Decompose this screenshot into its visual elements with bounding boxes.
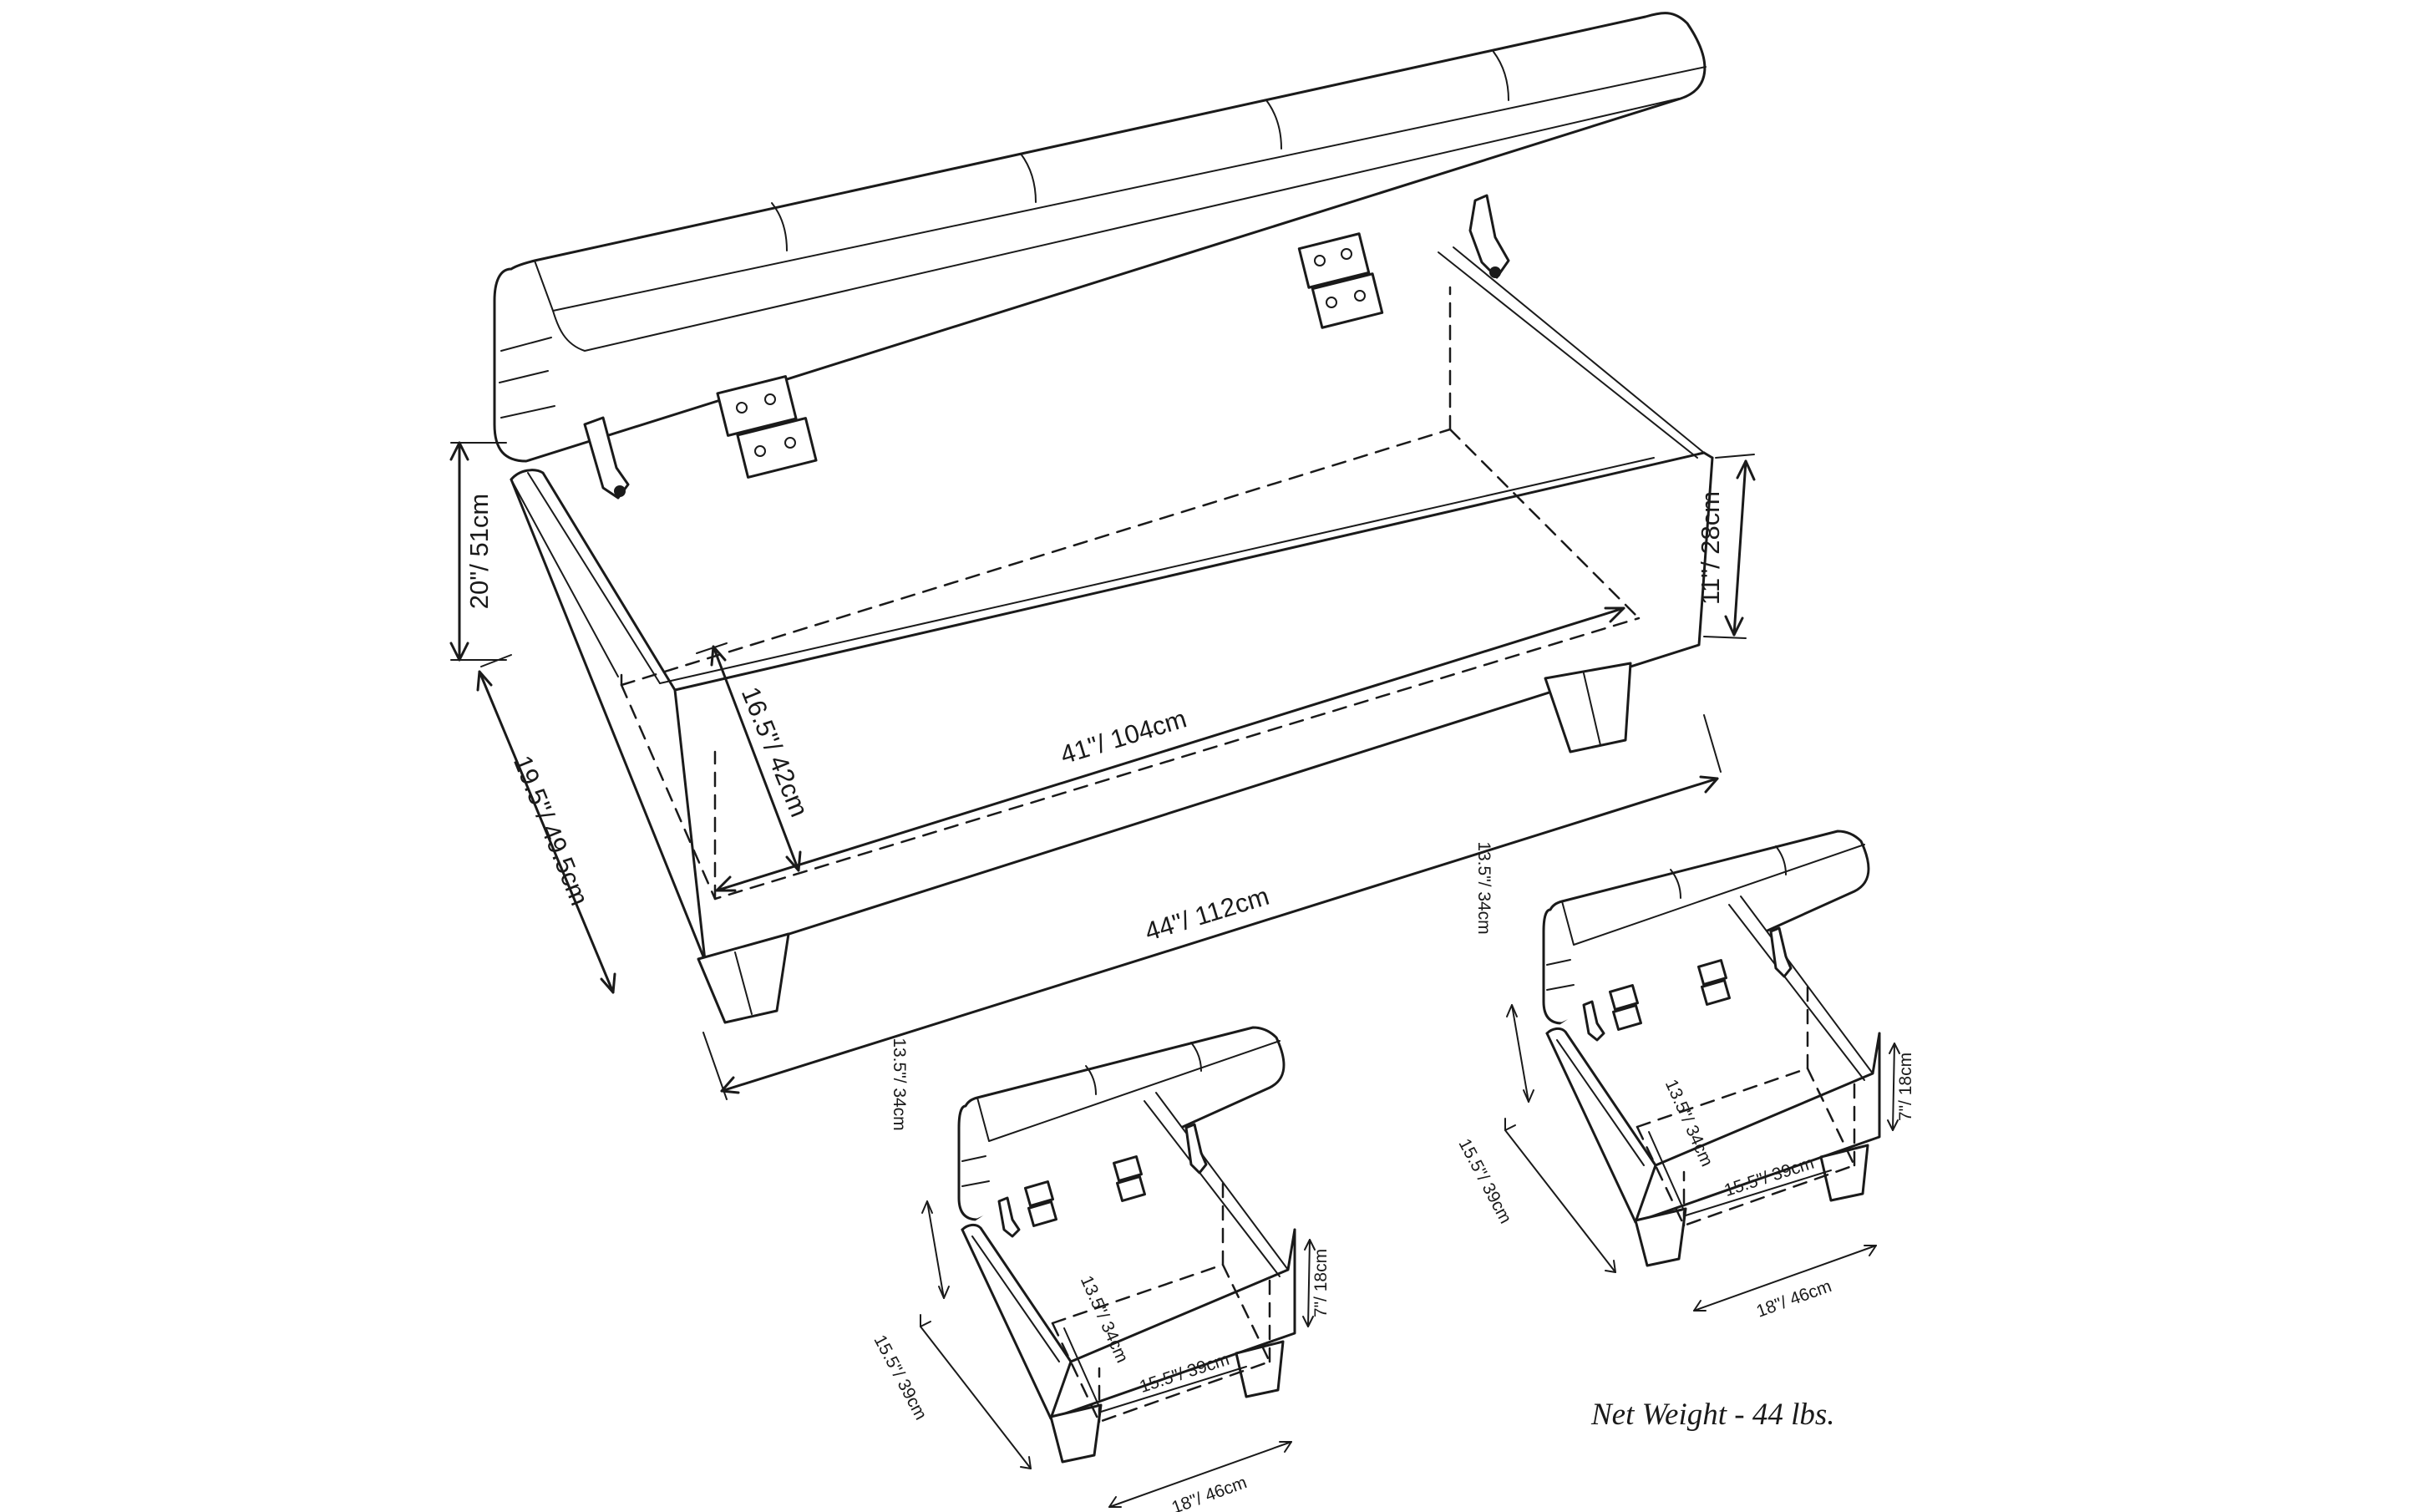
ottoman-right-outer-width-label: 18"/ 46cm [1754, 1276, 1834, 1322]
bench-lid [493, 12, 1707, 463]
ottoman-left-outer-depth-label: 15.5"/ 39cm [870, 1332, 931, 1423]
ottoman-right-hardware [1582, 926, 1793, 1042]
bench-lid-height-label: 20"/ 51cm [464, 494, 494, 610]
ottoman-left-box-height-label: 7"/ 18cm [1311, 1249, 1331, 1317]
ottoman-left-outer-width-label: 18"/ 46cm [1169, 1473, 1250, 1512]
ottoman-right-box [1545, 896, 1881, 1267]
ottoman-left-box [961, 1092, 1296, 1464]
ottoman-right-lid-height-label: 13.5"/ 34cm [1474, 841, 1494, 934]
storage-ottoman-left: 13.5"/ 34cm 15.5"/ 39cm 13.5"/ 34cm 15.5… [870, 1026, 1331, 1512]
ottoman-right-outer-depth-label: 15.5"/ 39cm [1454, 1135, 1515, 1226]
ottoman-right-dimension-lines [1504, 1004, 1900, 1312]
ottoman-left-hardware [997, 1123, 1208, 1238]
ottoman-left-lid-height-label: 13.5"/ 34cm [890, 1038, 909, 1130]
ottoman-right-box-height-label: 7"/ 18cm [1896, 1053, 1915, 1121]
net-weight-label: Net Weight - 44 lbs. [1591, 1398, 1835, 1432]
bench-outer-width-label: 44"/ 112cm [1141, 881, 1272, 946]
bench-hardware [583, 194, 1510, 500]
storage-bench: 20"/ 51cm 19.5"/ 49.5cm 16.5"/ 42cm 41"/… [449, 12, 1756, 1100]
ottoman-right-interior-dashed [1636, 977, 1856, 1227]
bench-interior-dashed [620, 286, 1641, 901]
ottoman-left-interior-dashed [1051, 1173, 1271, 1423]
ottoman-left-dimension-lines [920, 1200, 1316, 1508]
bench-inner-depth-label: 16.5"/ 42cm [736, 682, 814, 821]
storage-ottoman-right: 13.5"/ 34cm 15.5"/ 39cm 13.5"/ 34cm 15.5… [1454, 830, 1915, 1322]
bench-outer-depth-label: 19.5"/ 49.5cm [508, 751, 595, 909]
bench-box-height-label: 11"/ 28cm [1696, 491, 1725, 605]
bench-dimension-lines [449, 441, 1756, 1100]
bench-box [510, 246, 1714, 1024]
